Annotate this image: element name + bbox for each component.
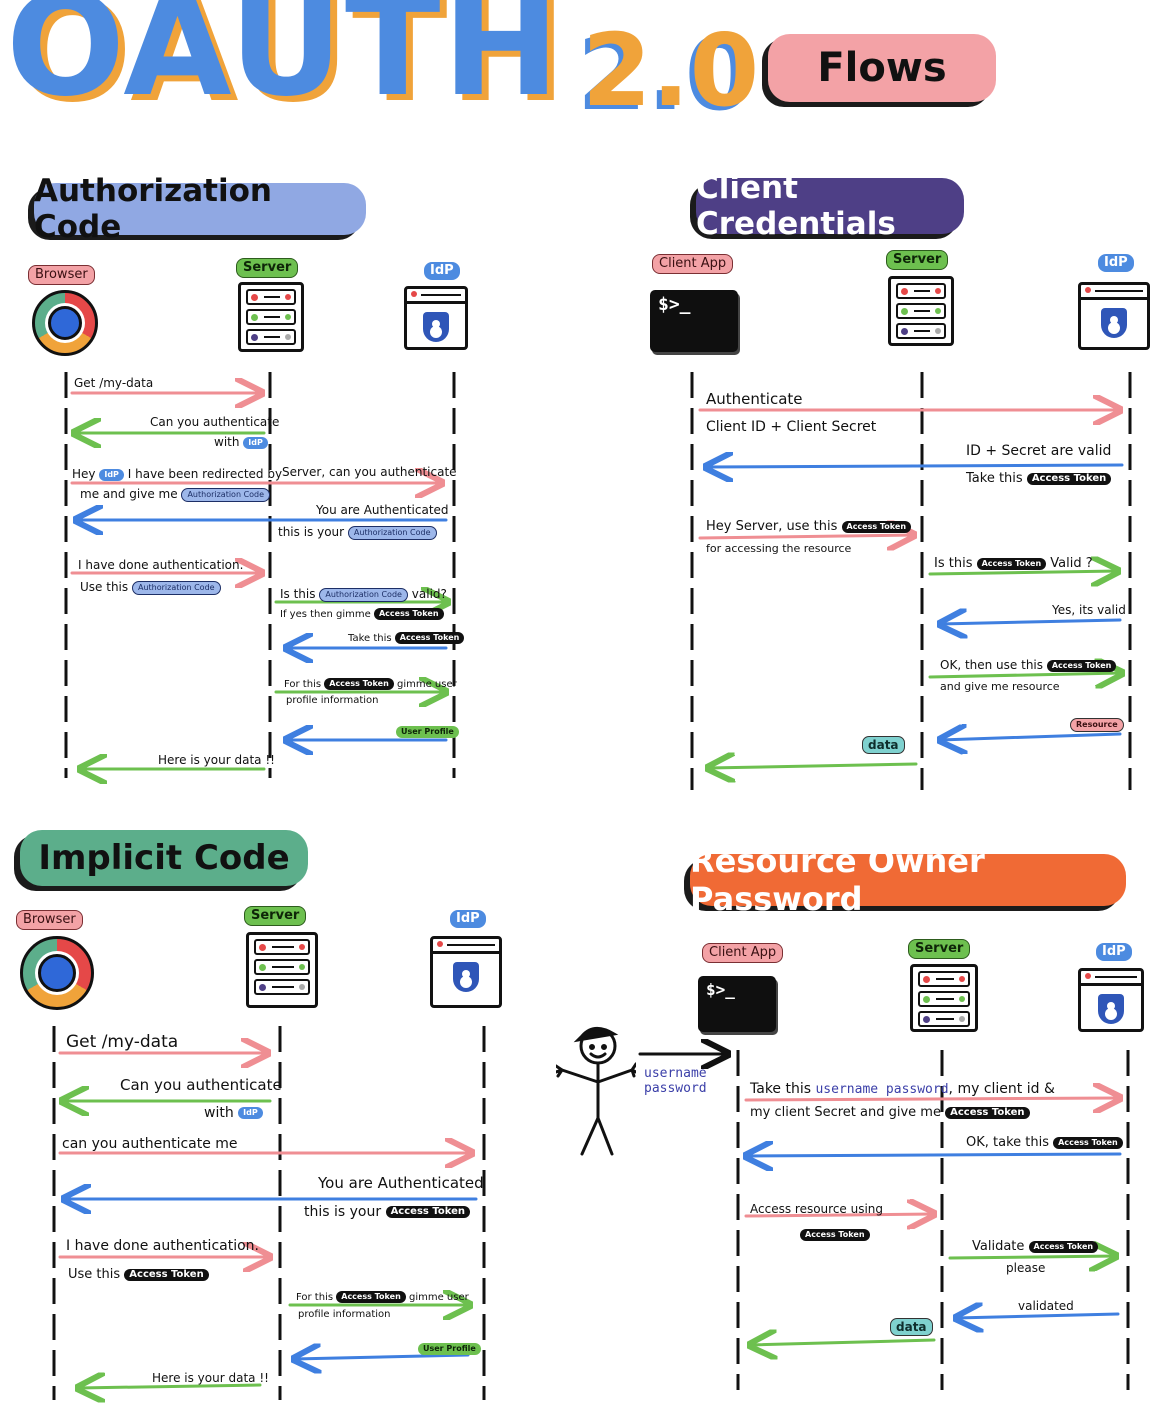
section-title-client-credentials: Client Credentials <box>696 170 964 242</box>
idp-shield-icon <box>404 286 468 350</box>
message: can you authenticate me <box>62 1136 238 1152</box>
message: Take this Access Token <box>966 470 1112 488</box>
message: me and give me Authorization Code <box>80 485 271 503</box>
actor-label-idp: IdP <box>424 262 460 280</box>
terminal-icon: $>_ <box>650 290 738 352</box>
message: ID + Secret are valid <box>966 443 1112 459</box>
title-version: 2.0 <box>582 12 760 129</box>
data-tag: data <box>862 734 905 754</box>
message: please <box>1006 1261 1046 1275</box>
message: I have done authentication. <box>78 558 244 572</box>
message: profile information <box>286 695 379 706</box>
message: Access resource using <box>750 1202 884 1216</box>
message: Client ID + Client Secret <box>706 419 877 435</box>
section-title-resource-owner-password: Resource Owner Password <box>690 842 1126 918</box>
idp-shield-icon <box>1078 968 1144 1032</box>
resource-tag: Resource <box>1070 714 1124 733</box>
resource-owner-person-icon <box>556 1027 636 1156</box>
message: with IdP <box>214 433 268 451</box>
actor-label-server: Server <box>908 939 971 959</box>
browser-icon <box>32 290 98 356</box>
message: this is your Access Token <box>304 1203 470 1221</box>
actor-label-idp: IdP <box>450 910 486 928</box>
message: Authenticate <box>706 390 803 408</box>
server-icon <box>238 282 304 352</box>
terminal-icon: $>_ <box>698 976 776 1032</box>
message: profile information <box>298 1309 391 1320</box>
message: Here is your data !! <box>152 1371 269 1385</box>
actor-label-server: Server <box>236 258 299 278</box>
idp-shield-icon <box>1078 282 1150 350</box>
message: For this Access Token gimme user <box>296 1291 469 1303</box>
access-token-tag: Access Token <box>800 1224 870 1243</box>
message: Can you authenticate <box>150 415 280 429</box>
server-icon <box>910 964 978 1032</box>
message: with IdP <box>204 1104 263 1122</box>
actor-label-idp: IdP <box>1096 943 1132 961</box>
message: Take this username password, my client i… <box>750 1081 1055 1097</box>
actor-label-client-app: Client App <box>652 254 734 274</box>
message: my client Secret and give me Access Toke… <box>750 1104 1030 1122</box>
message: OK, then use this Access Token <box>940 656 1117 674</box>
message: this is your Authorization Code <box>278 523 437 541</box>
actor-label-client-app: Client App <box>702 943 784 963</box>
message: Hey IdP I have been redirected by <box>72 467 283 481</box>
message: Is this Authorization Code valid? <box>280 587 447 602</box>
message: Server, can you authenticate <box>282 465 457 479</box>
section-title-implicit-code: Implicit Code <box>20 830 308 886</box>
message: Here is your data !! <box>158 753 275 767</box>
server-icon <box>246 932 318 1008</box>
message: Validate Access Token <box>972 1238 1099 1256</box>
user-profile-tag: User Profile <box>418 1338 481 1357</box>
message: Use this Access Token <box>68 1266 209 1284</box>
message: Is this Access Token Valid ? <box>934 556 1093 571</box>
idp-tag: IdP <box>243 436 268 449</box>
message: and give me resource <box>940 680 1060 693</box>
actor-label-idp: IdP <box>1098 254 1134 272</box>
actor-label-server: Server <box>886 250 949 270</box>
browser-icon <box>20 936 94 1010</box>
message: Yes, its valid <box>1052 603 1126 617</box>
user-profile-tag: User Profile <box>396 721 459 740</box>
message: OK, take this Access Token <box>966 1134 1123 1152</box>
data-tag: data <box>890 1316 933 1336</box>
message: Get /my-data <box>66 1032 179 1052</box>
message: Hey Server, use this Access Token <box>706 518 912 536</box>
title-oauth: OAUTH <box>6 0 562 128</box>
flows-badge: Flows <box>768 34 996 102</box>
idp-shield-icon <box>430 936 502 1008</box>
section-title-authorization-code: Authorization Code <box>34 173 366 245</box>
message: Take this Access Token <box>348 630 465 648</box>
message: validated <box>1018 1299 1074 1313</box>
message: for accessing the resource <box>706 542 852 555</box>
message: You are Authenticated <box>318 1174 484 1192</box>
message: Use this Authorization Code <box>80 578 221 596</box>
actor-label-browser: Browser <box>16 910 83 930</box>
message: Can you authenticate <box>120 1076 282 1094</box>
message: Get /my-data <box>74 376 154 390</box>
message: You are Authenticated <box>316 503 449 517</box>
message: For this Access Token gimme user <box>284 678 457 690</box>
actor-label-server: Server <box>244 906 307 926</box>
message: If yes then gimme Access Token <box>280 606 444 624</box>
actor-label-browser: Browser <box>28 265 95 285</box>
server-icon <box>888 276 954 346</box>
message: I have done authentication. <box>66 1238 259 1254</box>
